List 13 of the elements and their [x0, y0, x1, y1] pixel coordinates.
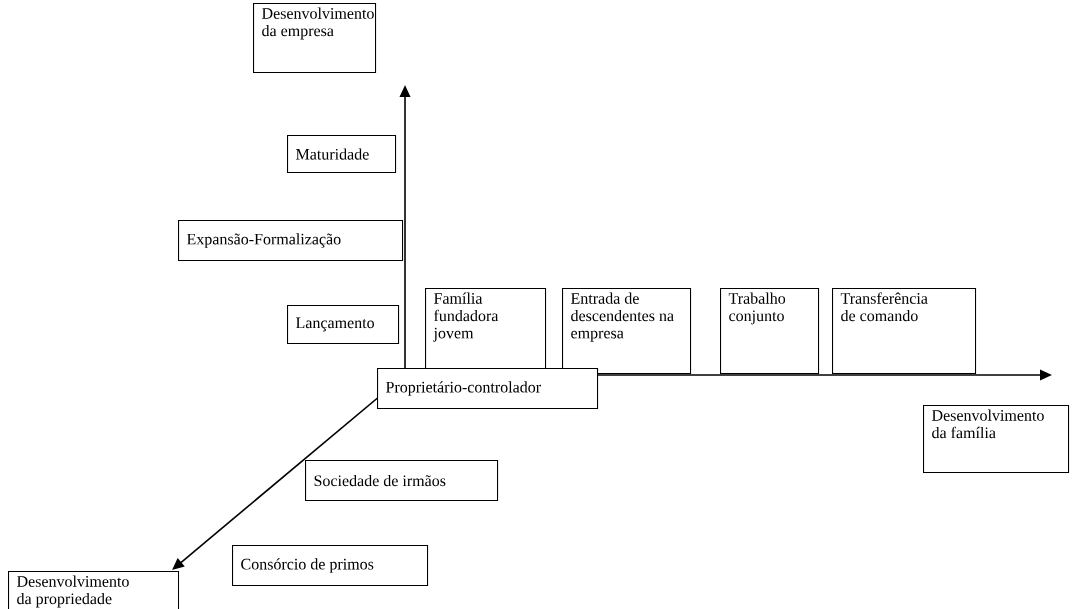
text-box: Transferência de comando	[832, 288, 977, 375]
text-box: Expansão-Formalização	[178, 220, 404, 262]
text-box: Trabalho conjunto	[720, 288, 820, 375]
text-box: Lançamento	[287, 305, 400, 345]
text-box: Desenvolvimento da empresa	[253, 3, 377, 74]
text-box: Desenvolvimento da família	[923, 405, 1070, 474]
text-box: Maturidade	[287, 135, 397, 174]
text-box: Desenvolvimento da propriedade	[8, 571, 180, 609]
text-box: Proprietário-controlador	[377, 368, 599, 410]
text-box: Consórcio de primos	[232, 545, 429, 587]
text-box: Entrada de descendentes na empresa	[562, 288, 692, 375]
text-box: Família fundadora jovem	[425, 288, 547, 375]
text-box: Sociedade de irmãos	[305, 460, 499, 502]
